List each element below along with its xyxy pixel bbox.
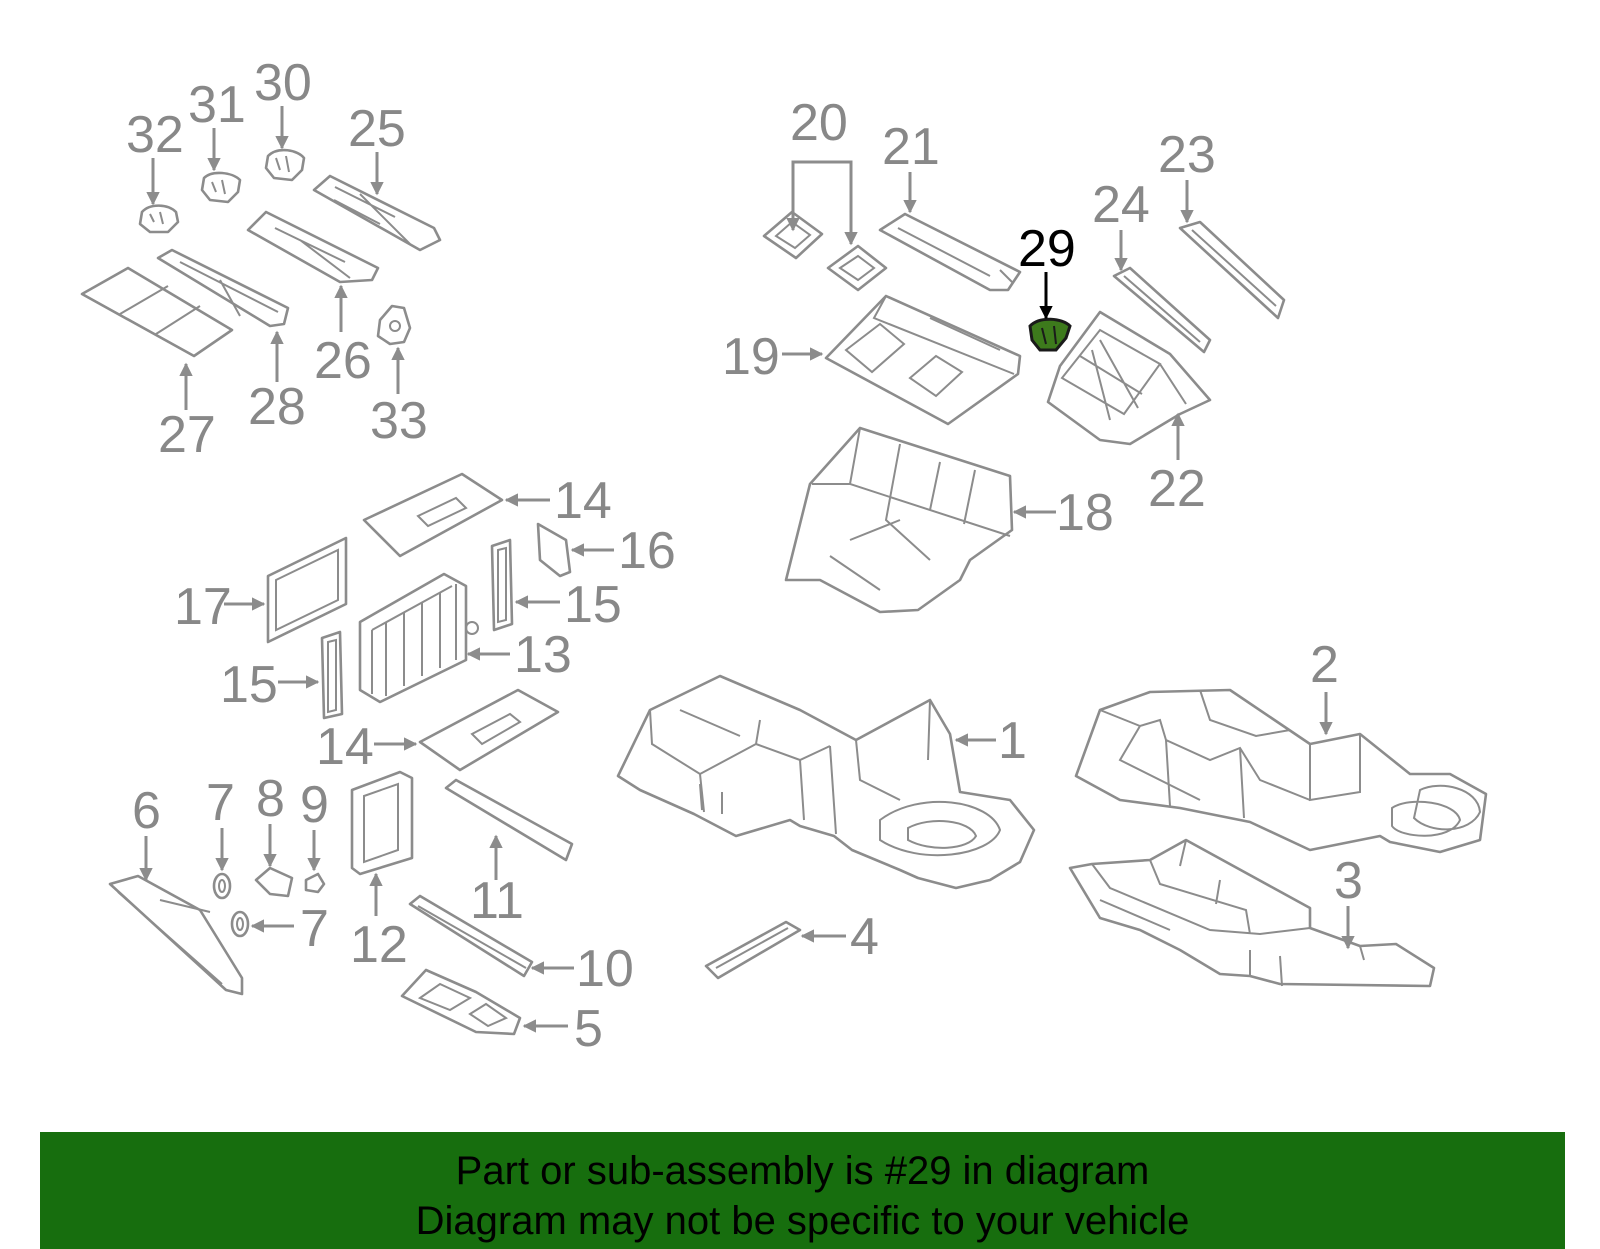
callout-16: 16 [618,522,676,580]
part-1-housing[interactable] [616,674,1036,890]
callout-6: 6 [132,782,161,840]
part-5-duct[interactable] [400,968,522,1036]
parts-diagram: 32 31 30 25 26 27 28 33 20 21 23 24 29 1… [80,54,1488,1058]
callout-8: 8 [256,770,285,828]
part-26-door[interactable] [246,210,380,284]
callout-30: 30 [254,54,312,112]
part-15-seal-left[interactable] [320,630,344,720]
part-18-housing[interactable] [784,426,1014,614]
callout-31: 31 [188,76,246,134]
callout-19: 19 [722,328,780,386]
callout-7-upper: 7 [206,774,235,832]
callout-18: 18 [1056,484,1114,542]
callout-15-right: 15 [564,576,622,634]
part-8-clip[interactable] [254,866,294,898]
part-7-grommet-upper[interactable] [212,872,232,900]
callout-labels: 32 31 30 25 26 27 28 33 20 21 23 24 29 1… [126,54,1363,1058]
part-30-clip[interactable] [264,148,306,182]
part-22-filter-housing[interactable] [1046,310,1212,446]
callout-9: 9 [300,776,329,834]
part-20b-seal[interactable] [826,244,888,292]
callout-33: 33 [370,392,428,450]
banner-line-2: Diagram may not be specific to your vehi… [415,1199,1190,1243]
callout-20: 20 [790,94,848,152]
part-11-seal[interactable] [444,778,574,862]
part-13-evaporator[interactable] [358,572,479,704]
callout-27: 27 [158,406,216,464]
part-25-door[interactable] [312,174,442,252]
callout-24: 24 [1092,176,1150,234]
part-9-plug[interactable] [304,872,326,894]
callout-2: 2 [1310,636,1339,694]
part-14-seal-upper[interactable] [362,472,504,558]
leader-lines [139,106,1355,1033]
part-21-seal[interactable] [878,212,1022,292]
part-23-filter[interactable] [1178,220,1286,320]
callout-21: 21 [882,118,940,176]
part-16-bracket[interactable] [536,522,572,578]
callout-10: 10 [576,940,634,998]
part-6-door[interactable] [108,874,244,996]
part-29-clip-highlighted[interactable] [1028,317,1072,352]
part-4-seal[interactable] [704,920,802,980]
part-15-seal-right[interactable] [490,538,514,632]
callout-25: 25 [348,100,406,158]
part-3-housing[interactable] [1068,838,1436,988]
callout-14-lower: 14 [316,718,374,776]
callout-26: 26 [314,332,372,390]
callout-28: 28 [248,378,306,436]
callout-29: 29 [1018,220,1076,278]
callout-14-upper: 14 [554,472,612,530]
part-28-door[interactable] [156,248,290,328]
part-12-seal[interactable] [350,770,414,876]
callout-11: 11 [470,872,524,930]
callout-13: 13 [514,626,572,684]
part-7-grommet-lower[interactable] [230,910,250,938]
callout-15-left: 15 [220,656,278,714]
callout-23: 23 [1158,126,1216,184]
part-19-cover[interactable] [824,294,1022,426]
callout-12: 12 [350,916,408,974]
part-14-seal-lower[interactable] [418,688,560,772]
callout-17: 17 [174,578,232,636]
part-2-housing[interactable] [1074,688,1488,854]
part-33-bracket[interactable] [376,304,412,346]
info-banner: Part or sub-assembly is #29 in diagram D… [40,1132,1565,1249]
callout-1: 1 [998,712,1027,770]
part-17-plate[interactable] [266,536,348,644]
callout-3: 3 [1334,852,1363,910]
callout-22: 22 [1148,460,1206,518]
callout-4: 4 [850,908,879,966]
part-31-clip[interactable] [200,171,242,204]
callout-32: 32 [126,106,184,164]
callout-7-lower: 7 [300,900,329,958]
banner-line-1: Part or sub-assembly is #29 in diagram [455,1149,1150,1193]
callout-5: 5 [574,1000,603,1058]
part-27-door[interactable] [80,266,234,358]
part-32-clip[interactable] [138,204,180,234]
